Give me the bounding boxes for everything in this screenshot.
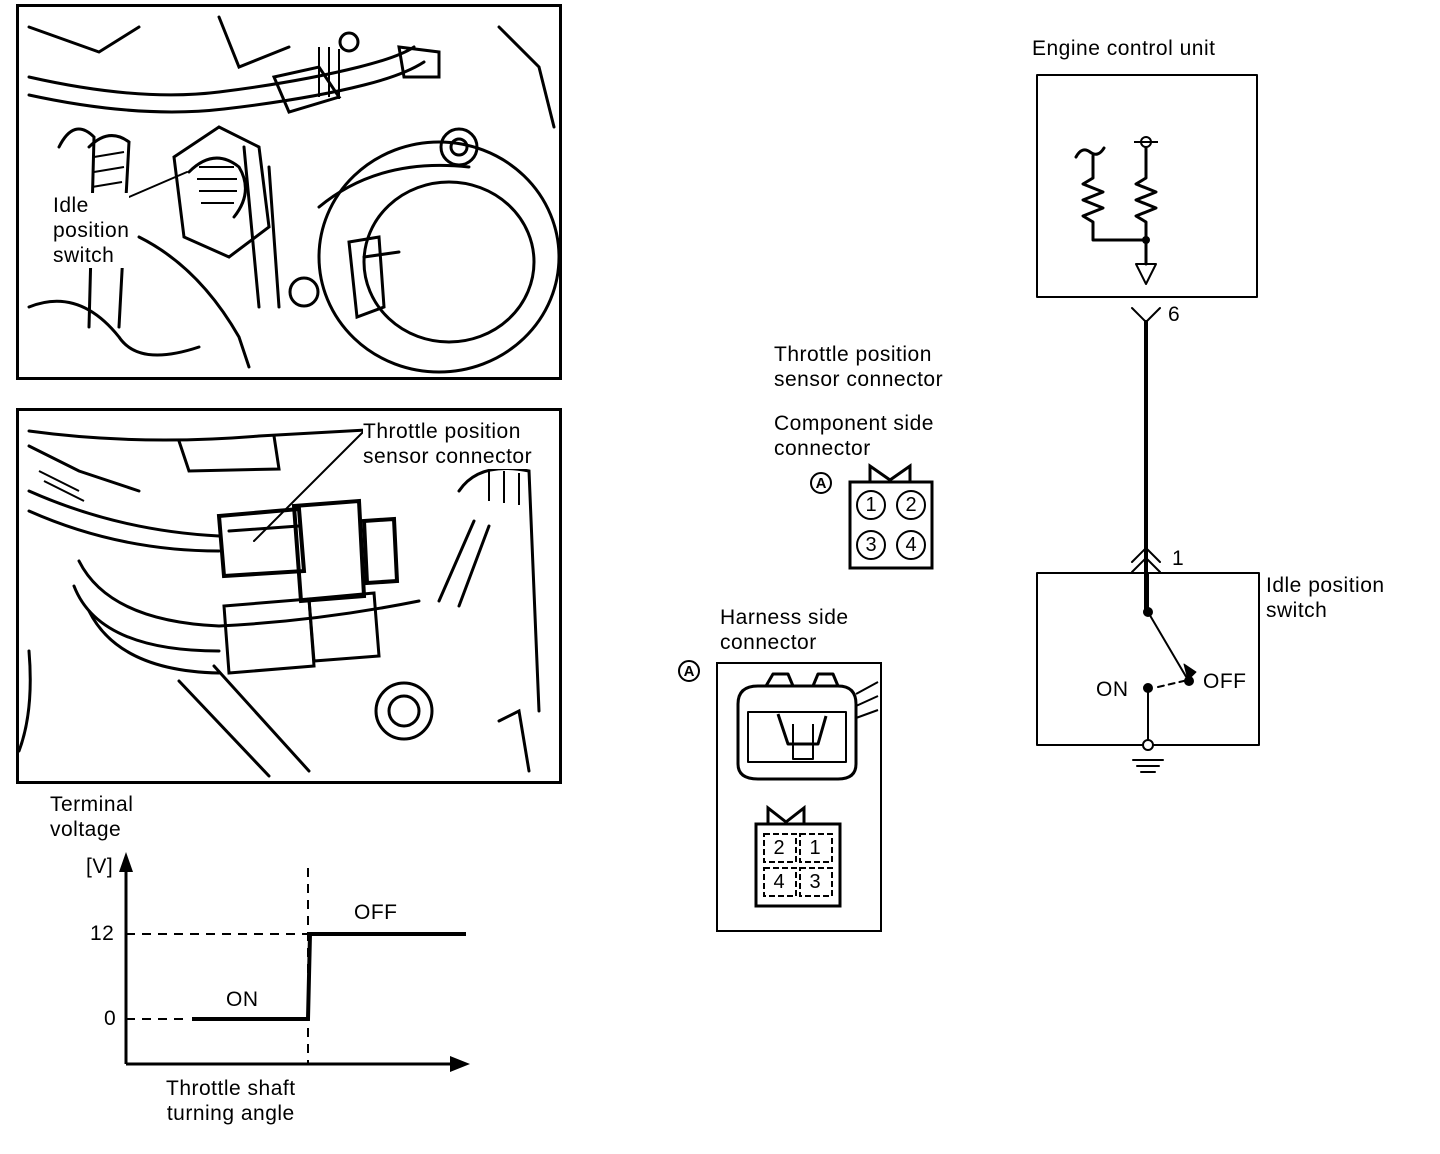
state-on-label: ON [226, 988, 259, 1011]
component-connector-outline [848, 463, 934, 570]
pin-1-label: 1 [1172, 547, 1185, 570]
engine-illustration [27, 15, 559, 374]
state-off-label: OFF [354, 901, 398, 924]
y-axis-label: Terminal voltage [50, 793, 134, 841]
component-pin-1: 1 [856, 490, 886, 520]
harness-connector-marker: A [678, 660, 700, 682]
idle-switch-photo-panel: Idle position switch [16, 4, 562, 380]
idle-switch-circuit [1036, 74, 1260, 773]
harness-pin-3: 3 [809, 871, 821, 893]
idle-switch-photo-label: Idle position switch [53, 193, 130, 268]
y-axis-unit: [V] [86, 855, 114, 878]
connector-title: Throttle position sensor connector [774, 343, 944, 391]
harness-side-connector-box: 2 1 4 3 [716, 662, 882, 932]
graph-axes [119, 852, 470, 1072]
harness-connector-illustration [736, 672, 879, 908]
sensor-connector-photo-panel: Throttle position sensor connector [16, 408, 562, 784]
component-pin-3: 3 [856, 530, 886, 560]
sensor-connector-photo-label: Throttle position sensor connector [363, 419, 533, 469]
x-axis-label: Throttle shaft turning angle [166, 1077, 296, 1125]
component-side-connector: 1 2 3 4 [848, 462, 934, 570]
harness-pin-2: 2 [773, 837, 785, 859]
terminal-voltage-graph: Terminal voltage [V] 12 0 OFF ON Throttl… [40, 790, 500, 1140]
component-pin-2: 2 [896, 490, 926, 520]
connector-illustration [19, 424, 541, 778]
switch-off-label: OFF [1203, 670, 1247, 693]
pin-6-label: 6 [1168, 303, 1181, 326]
y-tick-0: 0 [104, 1007, 117, 1030]
component-connector-marker: A [810, 472, 832, 494]
harness-pin-4: 4 [773, 871, 785, 893]
component-side-label: Component side connector [774, 412, 934, 460]
ecu-label: Engine control unit [1032, 37, 1216, 60]
switch-label: Idle position switch [1266, 574, 1385, 622]
y-tick-12: 12 [90, 922, 115, 945]
harness-pin-1: 1 [809, 837, 821, 859]
switch-on-label: ON [1096, 678, 1129, 701]
component-pin-4: 4 [896, 530, 926, 560]
harness-side-label: Harness side connector [720, 606, 849, 654]
